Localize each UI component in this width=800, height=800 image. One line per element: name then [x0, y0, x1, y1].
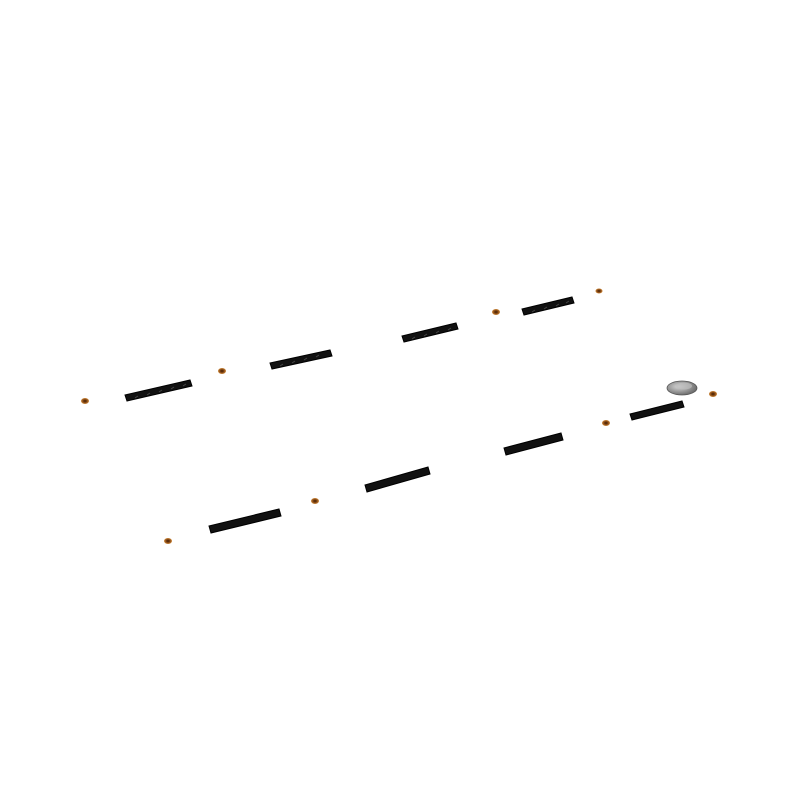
- fastener-8: [709, 391, 717, 397]
- fastener-5: [164, 538, 172, 544]
- toothed-bar-1: [124, 379, 193, 402]
- end-cap: [666, 380, 698, 396]
- plain-bar-2: [364, 466, 431, 493]
- toothed-bar-3: [401, 322, 459, 343]
- plain-bar-1: [208, 508, 282, 534]
- plain-bar-4: [629, 400, 685, 421]
- fastener-7: [602, 420, 610, 426]
- fastener-6: [311, 498, 319, 504]
- toothed-bar-2: [269, 349, 333, 370]
- fastener-3: [492, 309, 500, 315]
- fastener-1: [81, 398, 89, 404]
- fastener-2: [218, 368, 226, 374]
- fastener-4: [595, 288, 603, 294]
- toothed-bar-4: [521, 296, 575, 316]
- plain-bar-3: [503, 432, 564, 456]
